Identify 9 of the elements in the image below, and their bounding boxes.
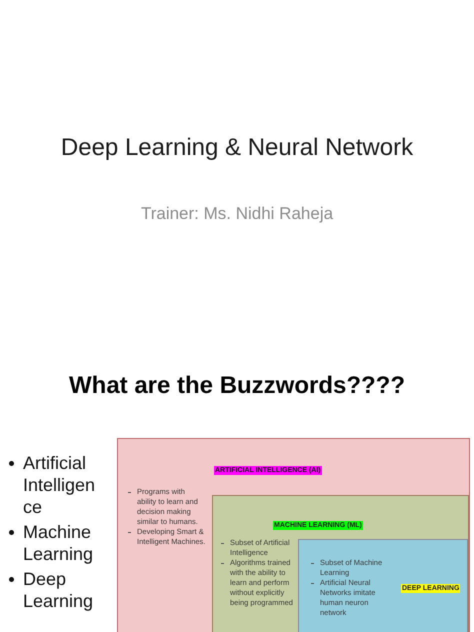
- subtitle: Trainer: Ms. Nidhi Raheja: [140, 204, 334, 224]
- bullet-item: Artificial Intelligence: [4, 452, 99, 518]
- slide-heading: What are the Buzzwords????: [69, 372, 405, 400]
- category-panel: [212, 495, 469, 632]
- category-panel: [298, 539, 468, 632]
- category-panel: [117, 438, 470, 632]
- bullet-item: Deep Learning: [4, 568, 99, 612]
- bullet-item: Machine Learning: [4, 521, 99, 565]
- slide-title: Deep Learning & Neural Network: [60, 134, 414, 162]
